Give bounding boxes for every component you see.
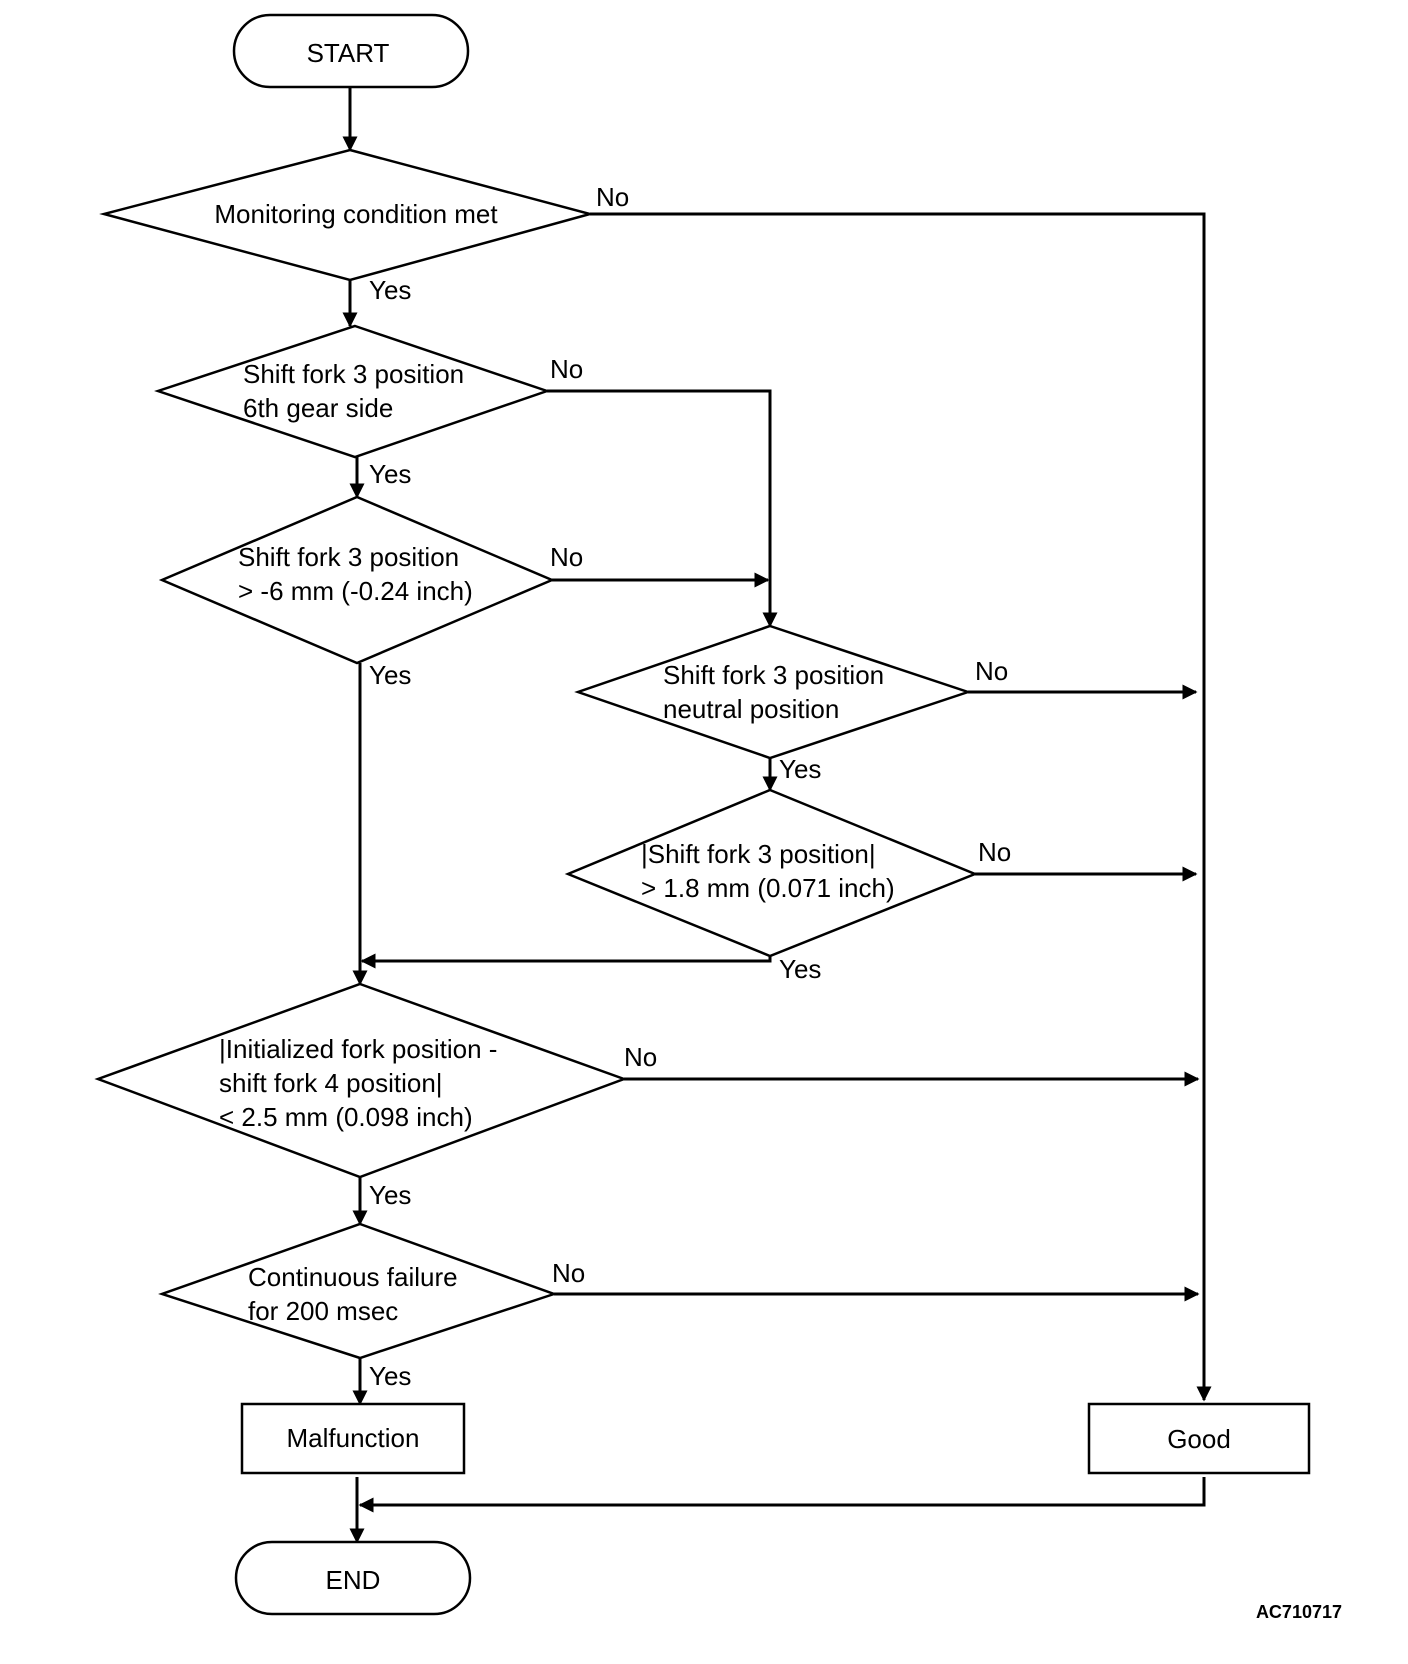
decision-neutral-line-2: neutral position [663, 694, 839, 724]
label-dcont-no: No [552, 1258, 585, 1288]
decision-continuous-line-2: for 200 msec [248, 1296, 398, 1326]
decision-initialized-line-2: shift fork 4 position| [219, 1068, 443, 1098]
decision-continuous: Continuous failure for 200 msec [158, 1222, 558, 1360]
label-dneutral-yes: Yes [779, 754, 821, 784]
label-dminus6-yes: Yes [369, 660, 411, 690]
decision-1-8mm-line-1: |Shift fork 3 position| [641, 839, 876, 869]
start-label: START [307, 38, 390, 68]
label-d6th-yes: Yes [369, 459, 411, 489]
label-dinit-no: No [624, 1042, 657, 1072]
decision-1-8mm-label: |Shift fork 3 position| > 1.8 mm (0.071 … [641, 839, 895, 903]
decision-initialized-label: |Initialized fork position - shift fork … [219, 1034, 505, 1132]
edge-good-to-end [358, 1477, 1206, 1513]
start-terminal: START [232, 13, 470, 89]
decision-minus6mm-line-2: > -6 mm (-0.24 inch) [238, 576, 473, 606]
decision-neutral-label: Shift fork 3 position neutral position [663, 660, 891, 724]
label-dneutral-no: No [975, 656, 1008, 686]
decision-neutral: Shift fork 3 position neutral position [574, 624, 972, 760]
label-d6th-no: No [550, 354, 583, 384]
label-dcont-yes: Yes [369, 1361, 411, 1391]
decision-6th-gear-line-1: Shift fork 3 position [243, 359, 464, 389]
label-monitoring-yes: Yes [369, 275, 411, 305]
decision-1-8mm: |Shift fork 3 position| > 1.8 mm (0.071 … [564, 788, 979, 958]
result-malfunction: Malfunction [240, 1402, 466, 1475]
decision-minus6mm-line-1: Shift fork 3 position [238, 542, 459, 572]
decision-minus6mm-label: Shift fork 3 position > -6 mm (-0.24 inc… [238, 542, 473, 606]
edge-d18-yes [360, 953, 772, 969]
decision-monitoring: Monitoring condition met [99, 148, 595, 282]
decision-initialized-line-3: < 2.5 mm (0.098 inch) [219, 1102, 473, 1132]
label-monitoring-no: No [596, 182, 629, 212]
edge-labels: No Yes No Yes No Yes No Yes No Yes No Ye… [369, 182, 1011, 1391]
decision-1-8mm-line-2: > 1.8 mm (0.071 inch) [641, 873, 895, 903]
end-terminal: END [234, 1540, 472, 1616]
connectors [342, 88, 1212, 1544]
decision-6th-gear-label: Shift fork 3 position 6th gear side [243, 359, 471, 423]
decision-initialized-line-1: |Initialized fork position - [219, 1034, 497, 1064]
decision-monitoring-label: Monitoring condition met [214, 199, 498, 229]
decision-6th-gear: Shift fork 3 position 6th gear side [154, 324, 551, 459]
edge-monitoring-no [590, 212, 1212, 1402]
decision-minus6mm: Shift fork 3 position > -6 mm (-0.24 inc… [158, 495, 556, 665]
decision-continuous-line-1: Continuous failure [248, 1262, 458, 1292]
decision-initialized: |Initialized fork position - shift fork … [94, 982, 628, 1179]
decision-6th-gear-line-2: 6th gear side [243, 393, 393, 423]
end-label: END [326, 1565, 381, 1595]
result-malfunction-label: Malfunction [287, 1423, 420, 1453]
label-dminus6-no: No [550, 542, 583, 572]
result-good-label: Good [1167, 1424, 1231, 1454]
label-dinit-yes: Yes [369, 1180, 411, 1210]
decision-neutral-line-1: Shift fork 3 position [663, 660, 884, 690]
decision-continuous-label: Continuous failure for 200 msec [248, 1262, 465, 1326]
label-d18-yes: Yes [779, 954, 821, 984]
reference-code: AC710717 [1256, 1602, 1342, 1622]
edge-d6th-no [547, 389, 778, 628]
result-good: Good [1087, 1402, 1311, 1475]
label-d18-no: No [978, 837, 1011, 867]
